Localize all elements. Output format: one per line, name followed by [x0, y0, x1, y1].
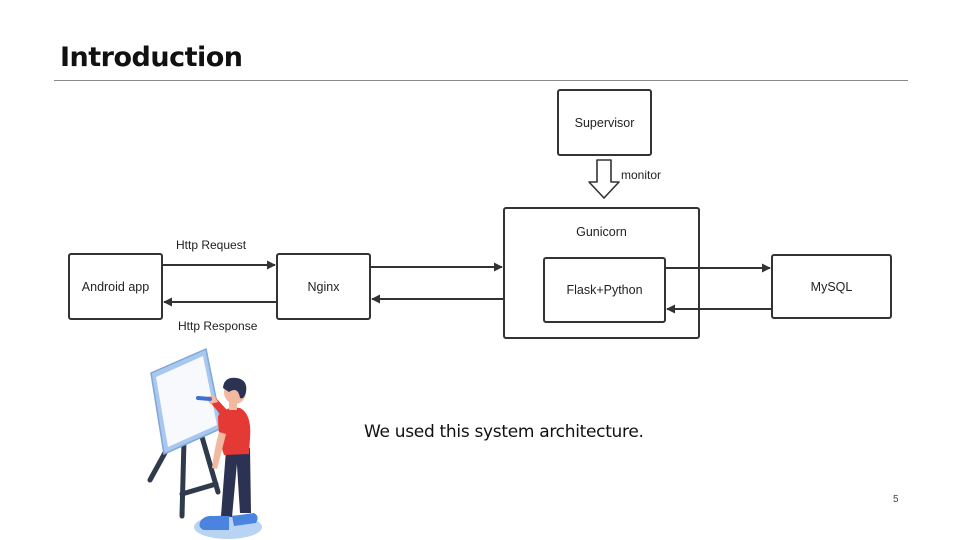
supervisor-label: Supervisor: [574, 115, 635, 130]
page-number: 5: [893, 494, 899, 505]
monitor-arrow: [588, 159, 620, 199]
mysql-node: MySQL: [771, 254, 892, 319]
mysql-label: MySQL: [810, 279, 853, 294]
android-app-node: Android app: [68, 253, 163, 320]
flask-python-label: Flask+Python: [566, 283, 643, 297]
gunicorn-label: Gunicorn: [576, 225, 627, 239]
slide-caption: We used this system architecture.: [364, 422, 644, 442]
nginx-node: Nginx: [276, 253, 371, 320]
monitor-label: monitor: [621, 168, 662, 182]
slide-title: Introduction: [60, 42, 243, 73]
nginx-label: Nginx: [307, 279, 340, 294]
android-app-label: Android app: [81, 279, 150, 294]
person: [196, 377, 258, 530]
title-divider: [54, 80, 908, 81]
flask-python-node: Flask+Python: [543, 257, 666, 323]
http-response-label: Http Response: [178, 319, 258, 333]
http-request-label: Http Request: [176, 238, 247, 252]
supervisor-node: Supervisor: [557, 89, 652, 156]
